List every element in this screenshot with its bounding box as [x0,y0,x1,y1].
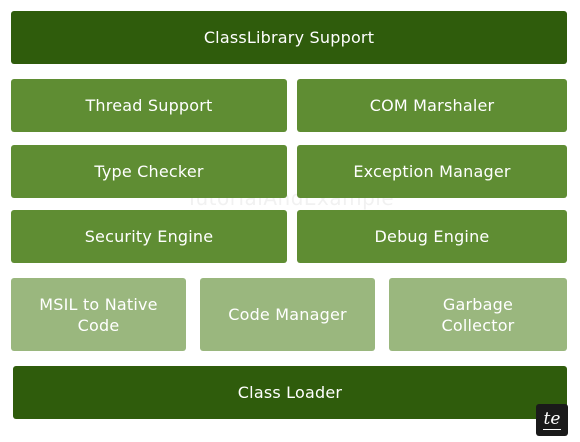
msil-to-native-label-line2: Code [77,315,120,335]
garbage-collector-label-line1: Garbage [442,294,514,314]
type-checker-block: Type Checker [11,145,287,198]
garbage-collector-block: Garbage Collector [389,278,567,351]
debug-engine-block: Debug Engine [297,210,567,263]
garbage-collector-label-line2: Collector [441,315,515,335]
thread-support-block: Thread Support [11,79,287,132]
code-manager-block: Code Manager [200,278,375,351]
security-engine-label: Security Engine [84,227,214,246]
exception-manager-block: Exception Manager [297,145,567,198]
exception-manager-label: Exception Manager [353,162,511,181]
classlibrary-support-block: ClassLibrary Support [11,11,567,64]
logo-text: te [542,408,562,430]
com-marshaler-label: COM Marshaler [369,96,495,115]
msil-to-native-code-block: MSIL to Native Code [11,278,186,351]
security-engine-block: Security Engine [11,210,287,263]
com-marshaler-block: COM Marshaler [297,79,567,132]
msil-to-native-label-line1: MSIL to Native [39,294,158,314]
thread-support-label: Thread Support [85,96,213,115]
tutorialandexample-logo: te [536,404,568,436]
code-manager-label: Code Manager [228,305,347,324]
classlibrary-support-label: ClassLibrary Support [203,28,375,47]
debug-engine-label: Debug Engine [374,227,490,246]
class-loader-label: Class Loader [237,383,343,402]
type-checker-label: Type Checker [94,162,204,181]
class-loader-block: Class Loader [13,366,567,419]
